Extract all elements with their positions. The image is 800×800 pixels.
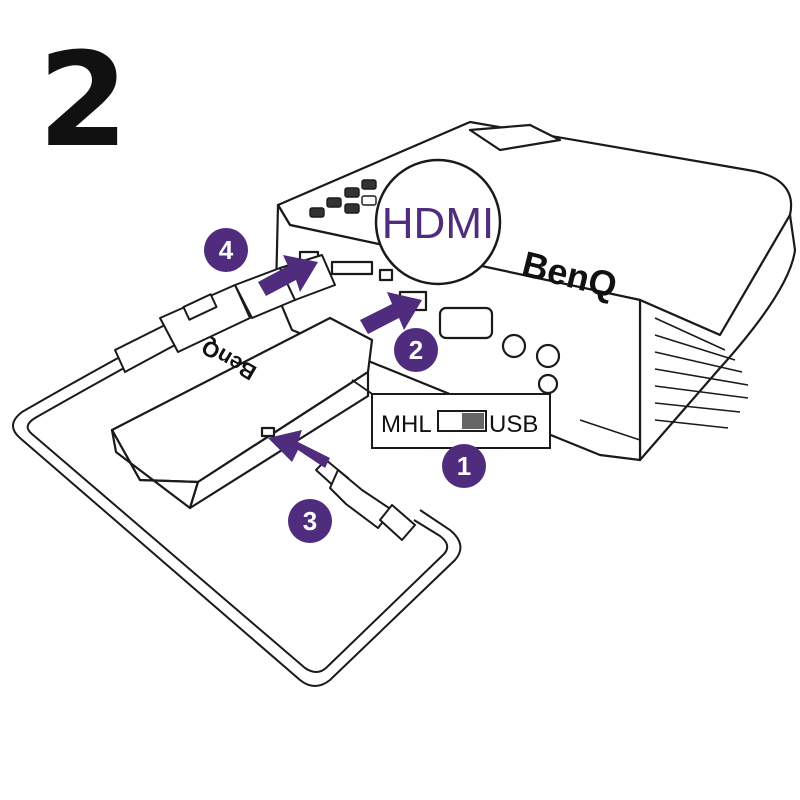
mhl-usb-switch: MHL USB xyxy=(371,393,551,449)
mini-port xyxy=(378,268,394,282)
micro-usb-plug-icon xyxy=(315,459,416,541)
step-badge-2-label: 2 xyxy=(409,335,423,365)
audio-jack-3 xyxy=(537,373,559,395)
hdmi-callout-circle xyxy=(374,158,502,286)
step-badge-3: 3 xyxy=(288,499,332,543)
step-number: 2 xyxy=(38,24,128,176)
switch-right-label: USB xyxy=(489,411,538,438)
projector-foot xyxy=(579,419,641,441)
audio-jack-1 xyxy=(501,333,527,359)
projector-vents xyxy=(654,317,749,429)
step-badge-2: 2 xyxy=(394,328,438,372)
step-badge-4: 4 xyxy=(204,228,248,272)
switch-slider-knob xyxy=(462,413,484,429)
dongle-micro-usb-port xyxy=(260,426,276,438)
projector-side xyxy=(638,213,797,462)
step-badge-4-label: 4 xyxy=(219,235,234,265)
step-badge-3-label: 3 xyxy=(303,506,317,536)
step-badge-1: 1 xyxy=(442,444,486,488)
arrow-step-2 xyxy=(360,292,422,334)
arrow-step-3 xyxy=(268,430,330,468)
usb-cable-inner xyxy=(26,367,449,673)
audio-jack-2 xyxy=(535,343,561,369)
arrow-step-4 xyxy=(258,255,318,296)
hdmi-callout-label: HDMI xyxy=(382,199,494,248)
lens-window xyxy=(468,123,562,152)
step-badge-1-label: 1 xyxy=(457,451,471,481)
card-slot xyxy=(330,260,374,276)
control-buttons xyxy=(309,179,377,218)
vga-port xyxy=(438,306,494,340)
hdmi-callout: HDMI xyxy=(374,158,502,286)
arrow-icon xyxy=(258,255,422,468)
usb-cable xyxy=(12,357,462,687)
switch-left-label: MHL xyxy=(381,411,432,438)
